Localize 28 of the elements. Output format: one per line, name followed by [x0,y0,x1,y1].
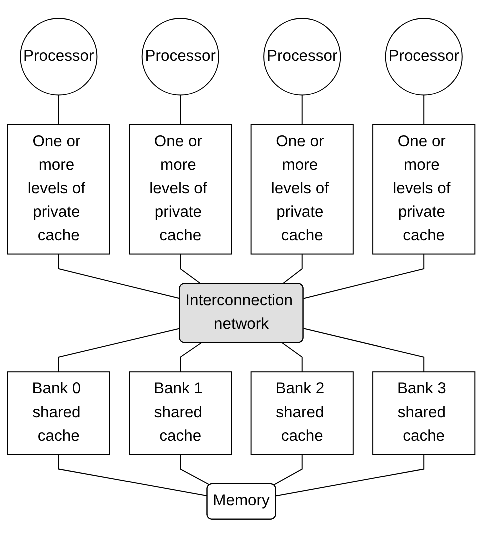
connector [282,254,303,285]
connector [58,454,208,497]
connector [58,254,181,300]
node-box: One or more levels of private cache [372,124,476,255]
connector [303,328,425,373]
node-box: One or more levels of private cache [129,124,232,255]
connector [273,454,303,486]
connector [303,254,425,300]
connector [180,342,202,373]
connector [282,342,303,373]
node-box: Bank 2 shared cache [250,372,354,456]
connector [424,94,425,126]
connector [276,454,425,497]
node-box: Bank 1 shared cache [129,372,232,456]
node-box: Bank 0 shared cache [7,372,110,456]
node-circle: Processor [20,18,98,96]
connector [180,94,182,126]
connector [58,94,60,126]
connector [180,254,202,285]
node-circle: Processor [264,18,342,96]
node-box: Bank 3 shared cache [372,372,476,456]
connector [302,94,303,126]
node-circle: Processor [385,18,463,96]
connector [180,454,211,486]
node-circle: Processor [142,18,220,96]
connector [58,328,181,373]
node-box: One or more levels of private cache [250,124,354,255]
node-box: One or more levels of private cache [7,124,110,255]
